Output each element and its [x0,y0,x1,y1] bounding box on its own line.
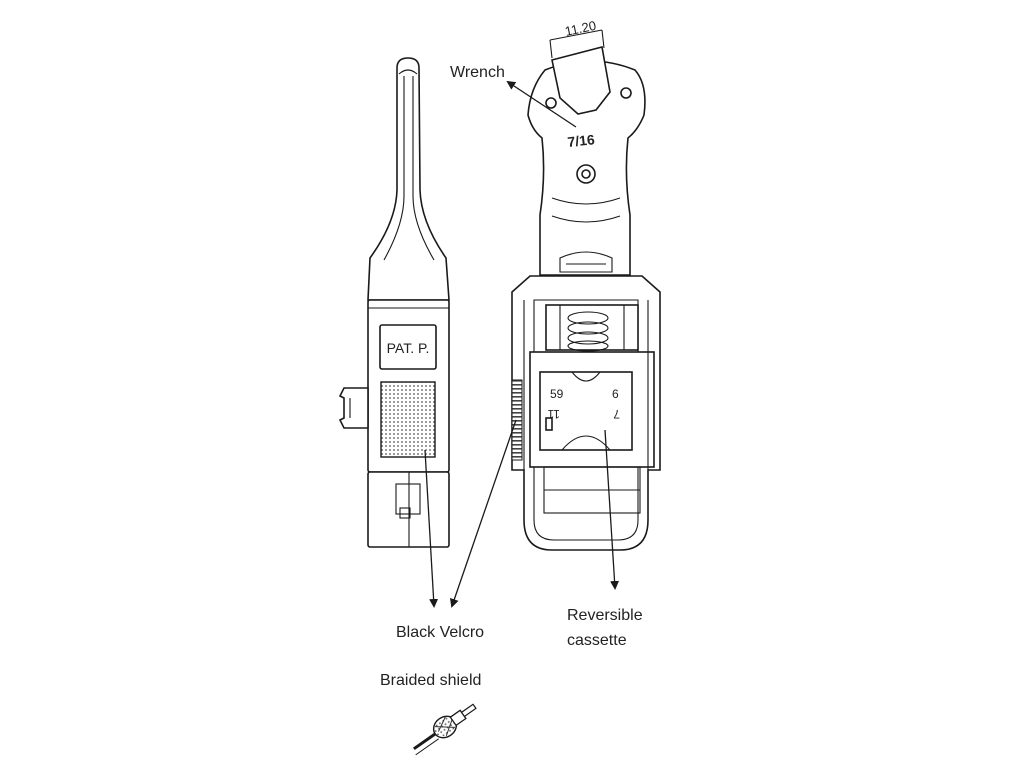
cassette-size-59: 59 [550,387,564,401]
braided-shield-icon [413,703,477,756]
wrench-arrow [506,80,577,128]
cassette-arrow [604,429,620,590]
jaw-dimension: 11.20 [564,18,598,39]
patent-label-box [379,324,437,370]
screw-hole-right [620,87,632,99]
reversible-cassette-label-line1: Reversible [567,607,643,624]
cassette-size-7: 7 [613,407,620,421]
spring [567,311,609,352]
velcro-patch-front [511,379,523,461]
side-clip [338,387,369,429]
wrench-size-label: 7/16 [567,131,596,150]
reversible-cassette-label-line2: cassette [567,632,627,649]
velcro-arrow-side [424,449,439,608]
tool-side-neck [367,57,450,301]
black-velcro-label: Black Velcro [396,624,484,641]
wrench-jaw [551,46,611,115]
tool-side-view: PAT. P. [338,57,450,548]
patent-label: PAT. P. [387,340,430,356]
tool-front-view: 11.20 7/16 59 6 11 7 [511,18,661,551]
wrench-label: Wrench [450,64,505,81]
velcro-arrow-front [450,419,517,608]
screw-hole-left [545,97,557,109]
velcro-patch-side [380,381,436,458]
braided-shield-label: Braided shield [380,672,481,689]
cassette-size-6: 6 [612,387,619,401]
